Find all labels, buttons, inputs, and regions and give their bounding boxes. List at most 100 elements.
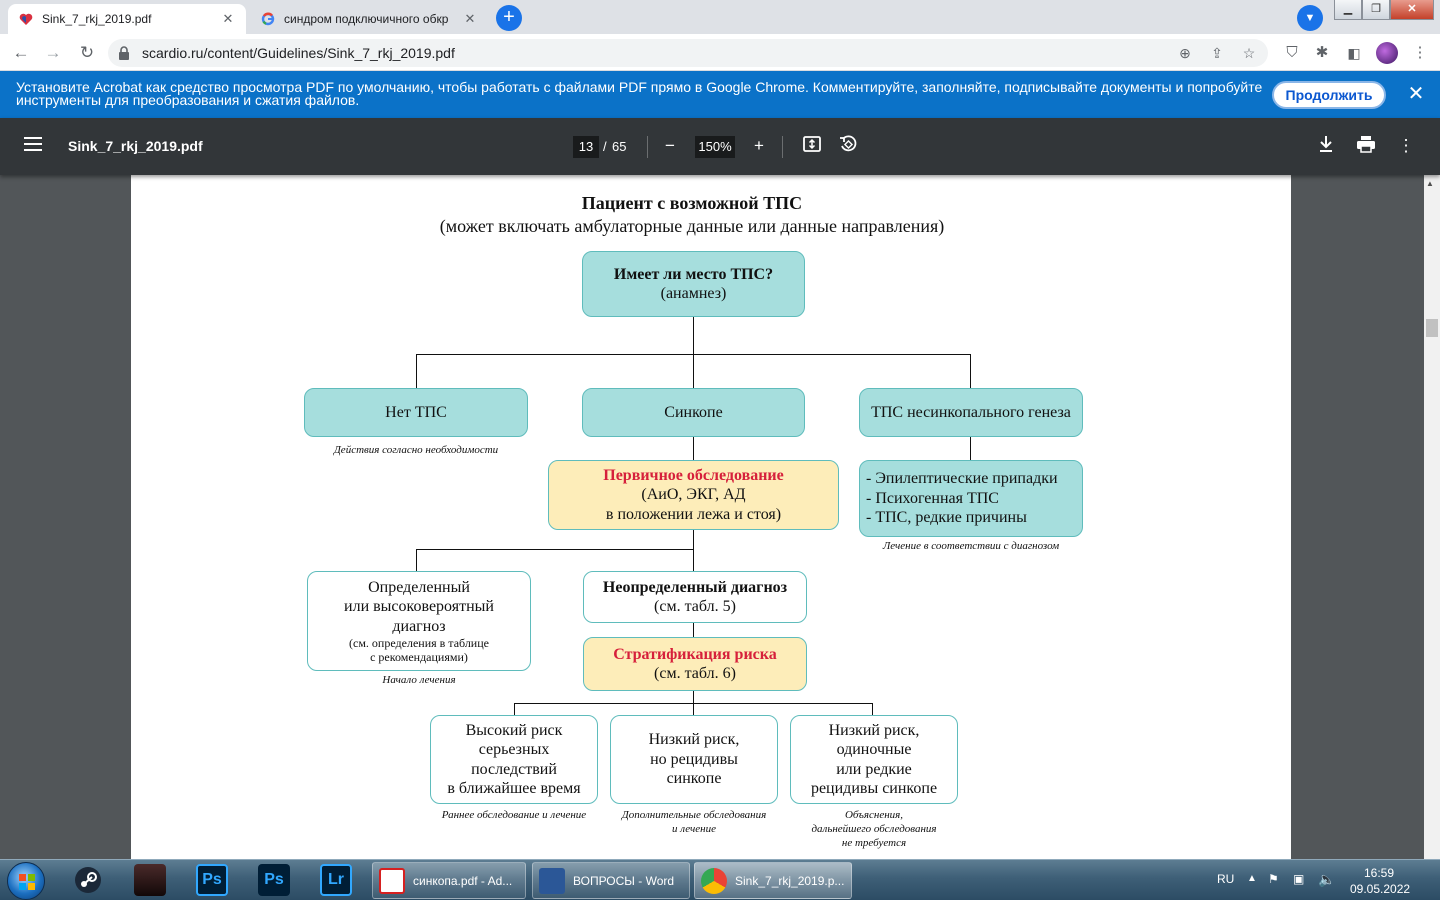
- site-favicon-icon: [18, 11, 34, 27]
- volume-icon[interactable]: 🔈: [1318, 871, 1336, 887]
- connector: [970, 437, 971, 460]
- question-subtext: (анамнез): [660, 285, 727, 302]
- bookmark-star-icon[interactable]: ☆: [1242, 45, 1256, 61]
- windows-logo-icon: [19, 874, 35, 890]
- connector: [416, 354, 417, 388]
- photoshop-icon[interactable]: Ps: [258, 864, 290, 896]
- note-defined: Начало лечения: [382, 674, 456, 686]
- menu-icon[interactable]: [24, 137, 42, 151]
- low-risk-rare-text: рецидивы синкопе: [810, 780, 938, 797]
- divider: [647, 136, 648, 158]
- share-icon[interactable]: ⇪: [1211, 45, 1223, 61]
- network-icon[interactable]: ▣: [1293, 872, 1305, 886]
- defined-text: или высоковероятный: [344, 598, 494, 616]
- connector: [872, 703, 873, 715]
- profile-avatar[interactable]: [1376, 42, 1398, 64]
- taskbar-word[interactable]: ВОПРОСЫ - Word: [532, 862, 690, 899]
- steam-icon[interactable]: [72, 864, 104, 896]
- address-bar[interactable]: scardio.ru/content/Guidelines/Sink_7_rkj…: [108, 39, 1268, 67]
- low-risk-text: но рецидивы: [650, 750, 738, 768]
- maximize-button[interactable]: ❐: [1362, 0, 1390, 20]
- note-no-tps: Действия согласно необходимости: [333, 444, 499, 456]
- cause-item: - Психогенная ТПС: [866, 489, 999, 507]
- game-app-icon[interactable]: [134, 864, 166, 896]
- url-text: scardio.ru/content/Guidelines/Sink_7_rkj…: [142, 45, 455, 61]
- reload-icon[interactable]: ↻: [79, 43, 95, 62]
- pdf-viewer[interactable]: Пациент с возможной ТПС (может включать …: [0, 175, 1440, 859]
- note-line: не требуется: [841, 837, 907, 849]
- banner-close-icon[interactable]: ✕: [1407, 83, 1425, 105]
- scroll-up-arrow-icon[interactable]: ▲: [1426, 179, 1434, 188]
- minimize-button[interactable]: ▁: [1334, 0, 1362, 20]
- syncope-label: Синкопе: [664, 403, 723, 421]
- connector: [416, 549, 417, 571]
- shield-extension-icon[interactable]: ⛉: [1286, 44, 1298, 61]
- rotate-icon[interactable]: [837, 135, 859, 157]
- primary-exam-text: (АиО, ЭКГ, АД: [641, 486, 746, 504]
- google-icon: [260, 11, 276, 27]
- back-arrow-icon[interactable]: ←: [12, 43, 30, 62]
- scrollbar-thumb[interactable]: [1426, 319, 1438, 337]
- side-panel-icon[interactable]: ◧: [1347, 45, 1361, 61]
- tab-pdf[interactable]: Sink_7_rkj_2019.pdf ✕: [8, 4, 246, 34]
- task-label: ВОПРОСЫ - Word: [573, 873, 675, 888]
- connector: [514, 703, 515, 715]
- high-risk-box: Высокий риск серьезных последствий в бли…: [430, 715, 598, 804]
- taskbar-acrobat[interactable]: синкопа.pdf - Ad...: [372, 862, 526, 899]
- page-number-input[interactable]: 13: [573, 136, 599, 158]
- clock-time[interactable]: 16:59: [1364, 866, 1395, 880]
- zoom-icon[interactable]: ⊕: [1179, 45, 1191, 61]
- tab-close-icon[interactable]: ✕: [464, 11, 476, 26]
- zoom-in-icon[interactable]: +: [754, 136, 764, 155]
- zoom-out-icon[interactable]: −: [665, 136, 675, 155]
- tab-search-chevron-icon[interactable]: ▼: [1297, 5, 1323, 31]
- language-indicator[interactable]: RU: [1217, 872, 1235, 886]
- connector: [693, 703, 694, 715]
- lightroom-icon[interactable]: Lr: [320, 864, 352, 896]
- download-icon[interactable]: [1315, 135, 1337, 157]
- tab-title: синдром подключичного обкр: [284, 12, 449, 26]
- note-low-risk: Дополнительные обследования и лечение: [602, 808, 786, 836]
- connector: [693, 691, 694, 703]
- taskbar-chrome[interactable]: Sink_7_rkj_2019.p...: [694, 862, 852, 899]
- low-risk-rare-text: или редкие: [836, 760, 912, 778]
- note-low-risk-rare: Объяснения, дальнейшего обследования не …: [782, 808, 966, 850]
- scrollbar[interactable]: [1424, 175, 1440, 859]
- no-tps-box: Нет ТПС: [304, 388, 528, 437]
- question-box: Имеет ли место ТПС? (анамнез): [582, 251, 805, 317]
- action-center-icon[interactable]: ⚑: [1268, 872, 1279, 886]
- zoom-level-input[interactable]: 150%: [695, 136, 735, 158]
- note-line: дальнейшего обследования: [811, 823, 937, 835]
- window-close-button[interactable]: ✕: [1390, 0, 1434, 20]
- forward-arrow-icon[interactable]: →: [44, 43, 62, 62]
- clock-date[interactable]: 09.05.2022: [1350, 882, 1411, 896]
- extensions-puzzle-icon[interactable]: ✱: [1315, 44, 1329, 61]
- more-options-icon[interactable]: ⋮: [1397, 136, 1415, 155]
- low-risk-rare-text: одиночные: [836, 741, 912, 758]
- risk-stratification-title: Стратификация риска: [613, 645, 777, 663]
- chrome-menu-icon[interactable]: ⋮: [1412, 44, 1428, 61]
- tab-title: Sink_7_rkj_2019.pdf: [42, 12, 152, 26]
- start-button[interactable]: [7, 862, 45, 900]
- browser-toolbar: ← → ↻ scardio.ru/content/Guidelines/Sink…: [0, 34, 1440, 71]
- connector: [693, 530, 694, 571]
- primary-exam-title: Первичное обследование: [603, 466, 784, 484]
- tab-close-icon[interactable]: ✕: [222, 11, 234, 26]
- tab-search[interactable]: синдром подключичного обкр ✕: [250, 4, 488, 34]
- low-risk-recurrent-box: Низкий риск, но рецидивы синкопе: [610, 715, 778, 804]
- acrobat-banner: Установите Acrobat как средство просмотр…: [0, 71, 1440, 118]
- undefined-title: Неопределенный диагноз: [602, 578, 788, 596]
- show-hidden-icons-icon[interactable]: ▲: [1247, 873, 1257, 884]
- non-syncopal-label: ТПС несинкопального генеза: [871, 403, 1071, 421]
- continue-button[interactable]: Продолжить: [1272, 81, 1386, 109]
- fit-page-icon[interactable]: [801, 135, 823, 157]
- note-high-risk: Раннее обследование и лечение: [441, 809, 587, 821]
- photoshop-icon[interactable]: Ps: [196, 864, 228, 896]
- print-icon[interactable]: [1355, 135, 1377, 157]
- low-risk-rare-text: Низкий риск,: [828, 721, 920, 739]
- connector: [693, 317, 694, 388]
- divider: [782, 136, 783, 158]
- defined-ref: (см. определения в таблице: [349, 636, 489, 651]
- note-line: Дополнительные обследования: [621, 809, 767, 821]
- new-tab-button[interactable]: +: [496, 5, 522, 31]
